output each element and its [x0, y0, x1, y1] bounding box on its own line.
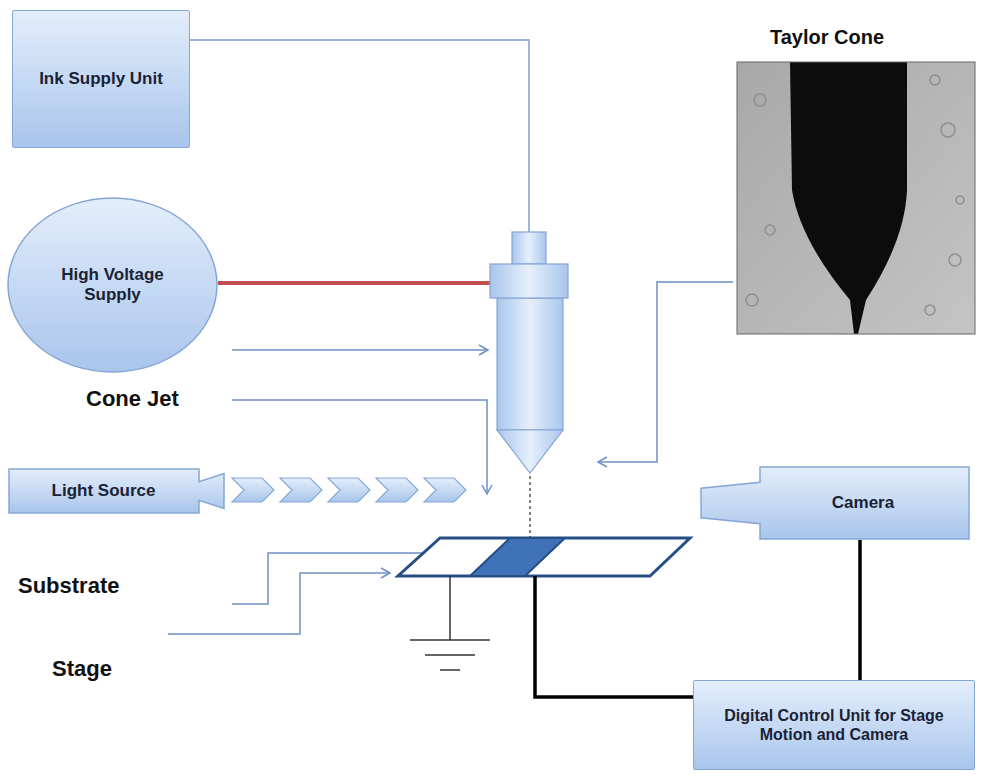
node-label: Light Source [52, 481, 156, 501]
voltage-wire [218, 281, 490, 285]
leader-line [598, 282, 733, 462]
part-label: Substrate [18, 573, 119, 599]
taylor-cone-photo [737, 62, 975, 334]
ground-symbol [410, 576, 490, 670]
node-label: Digital Control Unit for Stage Motion an… [704, 706, 964, 744]
node-label: High Voltage Supply [41, 265, 184, 306]
light-beam [232, 478, 466, 502]
leader-line [232, 349, 488, 351]
part-label: Cone Jet [86, 386, 179, 412]
leader-line [168, 573, 390, 634]
substrate-stage [398, 538, 690, 576]
control-wire [535, 576, 693, 697]
jet-line [529, 476, 531, 538]
part-label: Stage [52, 656, 112, 682]
unit-box: Digital Control Unit for Stage Motion an… [693, 680, 975, 770]
supply-circle: High Voltage Supply [7, 197, 218, 373]
control-wire [858, 540, 862, 680]
ink-line [190, 40, 529, 232]
node-label: Camera [832, 493, 894, 513]
camera-device: Camera [700, 466, 970, 540]
part-label: Taylor Cone [770, 26, 884, 49]
node-label: Ink Supply Unit [39, 69, 163, 89]
nozzle [490, 232, 568, 473]
light-device: Light Source [8, 468, 225, 514]
unit-box: Ink Supply Unit [12, 10, 190, 148]
